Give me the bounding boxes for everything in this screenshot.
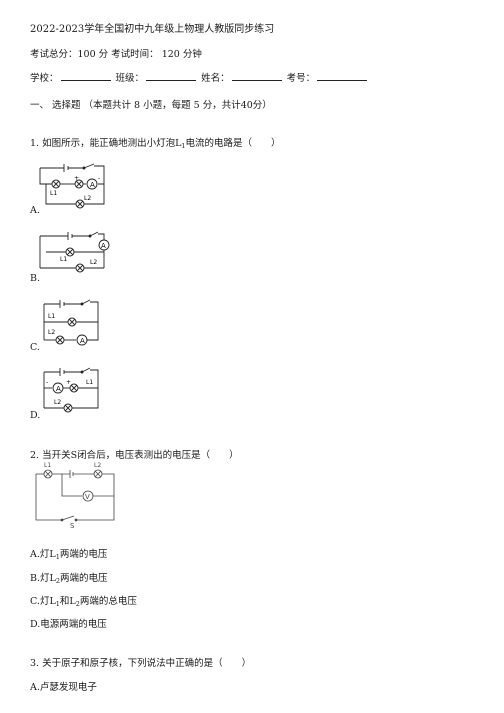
q1-option-d[interactable]: D. (30, 410, 41, 421)
circuit-d-minus: - (46, 379, 48, 386)
q2-c-mid: 和L (59, 596, 76, 607)
circuit-d-diagram: A L1 L2 - + (43, 367, 99, 413)
circuit-b-l2-label: L2 (90, 259, 97, 266)
class-label: 班级： (115, 73, 145, 84)
circuit-b-diagram: A L1 L2 (39, 231, 110, 273)
circuit-d-ammeter-label: A (56, 385, 61, 393)
section-title: 一、 选择题 （本题共计 8 小题，每题 5 分，共计40分） (30, 100, 272, 111)
circuit-a-l1-label: L1 (50, 190, 57, 197)
question-2-stem: 2. 当开关S闭合后，电压表测出的电压是（ ） (30, 450, 239, 461)
question-3-stem: 3. 关于原子和原子核，下列说法中正确的是（ ） (30, 658, 252, 669)
q2-option-a[interactable]: A.灯L1两端的电压 (30, 546, 107, 561)
q1-option-c[interactable]: C. (30, 342, 40, 353)
circuit-c-ammeter-label: A (80, 337, 85, 345)
q2-a-post: 两端的电压 (59, 549, 108, 560)
page-title: 2022-2023学年全国初中九年级上物理人教版同步练习 (30, 24, 275, 35)
q2-option-d[interactable]: D.电源两端的电压 (30, 619, 107, 630)
circuit-d-l1-label: L1 (86, 379, 93, 386)
exam-info: 考试总分：100 分 考试时间： 120 分钟 (30, 49, 202, 60)
exam-number-label: 考号： (286, 73, 316, 84)
q3-option-a[interactable]: A.卢瑟发现电子 (30, 682, 97, 693)
q2-c-sub1: 1 (55, 600, 60, 608)
q2-c-pre: C.灯L (30, 596, 56, 607)
circuit-c-diagram: L1 L2 A (43, 299, 99, 346)
circuit-b-l1-label: L1 (60, 256, 67, 263)
q2-b-sub: 2 (55, 577, 60, 585)
circuit-a-diagram: A L1 L2 + - (39, 163, 105, 209)
q2-a-sub: 1 (55, 553, 60, 561)
q2-b-post: 两端的电压 (59, 573, 108, 584)
circuit-d-plus: + (66, 379, 71, 386)
q2-option-b[interactable]: B.灯L2两端的电压 (30, 570, 107, 585)
q2-a-pre: A.灯L (30, 549, 56, 560)
circuit-a-ammeter-label: A (90, 181, 95, 189)
q2-voltmeter-label: V (85, 493, 90, 501)
school-blank[interactable] (60, 71, 111, 81)
circuit-a-l2-label: L2 (84, 195, 91, 202)
circuit-d-l2-label: L2 (54, 399, 61, 406)
question-1-stem: 1. 如图所示，能正确地测出小灯泡L1电流的电路是（ ） (30, 135, 281, 150)
circuit-c-l1-label: L1 (48, 313, 55, 320)
name-label: 姓名： (201, 73, 230, 84)
q1-stem-sub: 1 (181, 142, 186, 150)
circuit-b-ammeter-label: A (101, 242, 106, 250)
student-fields: 学校： 班级： 姓名： 考号： (30, 70, 369, 84)
q2-l2-label: L2 (94, 462, 101, 469)
q2-switch-label: S (70, 522, 75, 530)
circuit-q2-diagram: L1 L2 V S (35, 462, 115, 530)
name-blank[interactable] (231, 71, 282, 81)
circuit-a-plus: + (74, 175, 79, 182)
q1-stem-pre: 1. 如图所示，能正确地测出小灯泡L (30, 138, 182, 149)
q2-option-c[interactable]: C.灯L1和L2两端的总电压 (30, 593, 137, 608)
exam-number-blank[interactable] (317, 71, 368, 81)
q2-l1-label: L1 (44, 462, 51, 469)
circuit-a-minus: - (98, 175, 100, 182)
class-blank[interactable] (146, 71, 197, 81)
q1-stem-post: 电流的电路是（ ） (185, 138, 281, 149)
circuit-c-l2-label: L2 (48, 329, 55, 336)
q2-c-post: 两端的总电压 (79, 596, 137, 607)
q1-option-b[interactable]: B. (30, 273, 41, 284)
q2-b-pre: B.灯L (30, 573, 56, 584)
q1-option-a[interactable]: A. (30, 205, 40, 216)
q2-c-sub2: 2 (75, 600, 80, 608)
school-label: 学校： (30, 73, 59, 84)
